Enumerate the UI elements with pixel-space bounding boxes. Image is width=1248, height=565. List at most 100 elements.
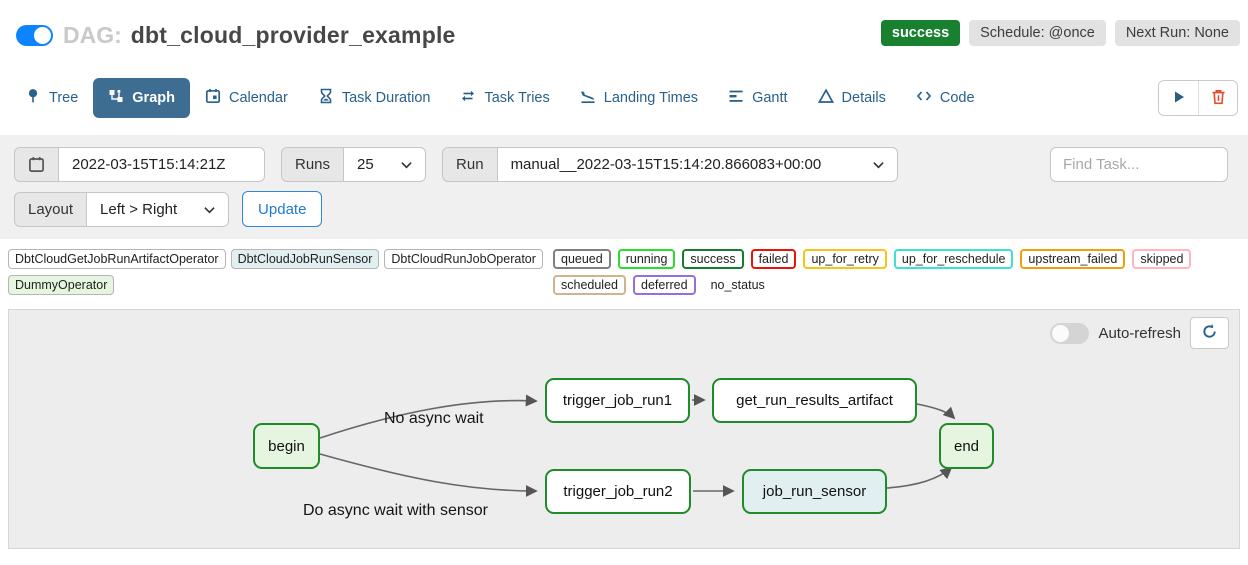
status-legend-item: up_for_reschedule [893, 249, 1014, 269]
refresh-button[interactable] [1190, 317, 1229, 349]
tab-label: Task Tries [484, 90, 550, 106]
trigger-dag-button[interactable] [1159, 81, 1198, 115]
map-pin-icon [25, 88, 41, 108]
edge-sensor-end [886, 466, 953, 489]
operator-legend: DbtCloudGetJobRunArtifactOperator DbtClo… [8, 249, 553, 295]
dag-pause-toggle[interactable] [16, 24, 53, 46]
gantt-icon [728, 88, 744, 108]
status-legend-item: success [682, 249, 744, 269]
task-node-trigger-job-run2[interactable]: trigger_job_run2 [545, 469, 691, 514]
status-legend-item: no_status [710, 278, 765, 292]
autorefresh-controls: Auto-refresh [1050, 317, 1229, 349]
tab-label: Task Duration [341, 90, 431, 106]
edge-label: Do async wait with sensor [303, 502, 488, 519]
dag-edges [319, 394, 956, 497]
status-legend-item: queued [553, 249, 611, 269]
edge-begin-trigger1 [319, 394, 538, 439]
auto-refresh-label: Auto-refresh [1098, 324, 1181, 342]
run-select[interactable]: manual__2022-03-15T15:14:20.866083+00:00 [497, 147, 898, 182]
tab-code[interactable]: Code [901, 78, 990, 118]
operator-badge: DbtCloudRunJobOperator [384, 249, 543, 269]
next-run-badge: Next Run: None [1114, 20, 1240, 46]
runs-select[interactable]: 25 [344, 147, 427, 182]
status-legend-item: scheduled [553, 275, 626, 295]
tab-details[interactable]: Details [803, 78, 901, 118]
delete-dag-button[interactable] [1198, 81, 1237, 115]
tab-landing-times[interactable]: Landing Times [565, 78, 713, 118]
view-tabbar: Tree Graph Calendar Task Duration Task T… [10, 78, 1238, 118]
tab-tree[interactable]: Tree [10, 78, 93, 118]
header-badges: success Schedule: @once Next Run: None [880, 20, 1240, 46]
base-date-group [14, 147, 265, 182]
schedule-badge: Schedule: @once [969, 20, 1106, 46]
dag-header: DAG: dbt_cloud_provider_example success … [0, 0, 1248, 52]
dag-graph-panel: Auto-refresh No async wait Do async wait… [8, 309, 1240, 549]
runs-value: 25 [357, 156, 374, 173]
triangle-icon [817, 88, 834, 108]
runs-group: Runs 25 [281, 147, 427, 182]
run-value: manual__2022-03-15T15:14:20.866083+00:00 [510, 156, 822, 173]
toggle-knob [34, 26, 51, 44]
layout-value: Left > Right [100, 200, 178, 218]
tab-label: Tree [49, 90, 79, 106]
run-label: Run [442, 147, 498, 182]
task-node-job-run-sensor[interactable]: job_run_sensor [742, 469, 887, 514]
legend: DbtCloudGetJobRunArtifactOperator DbtClo… [0, 239, 1248, 299]
operator-badge: DummyOperator [8, 275, 115, 295]
tab-task-tries[interactable]: Task Tries [445, 78, 564, 118]
status-legend-item: deferred [633, 275, 696, 295]
tab-label: Landing Times [603, 90, 699, 106]
filter-row-1: Runs 25 Run manual__2022-03-15T15:14:20.… [14, 147, 1234, 182]
play-icon [1172, 90, 1186, 107]
base-date-input[interactable] [59, 147, 265, 182]
tab-label: Graph [132, 90, 175, 106]
status-legend-item: upstream_failed [1020, 249, 1126, 269]
runs-label: Runs [281, 147, 345, 182]
tab-calendar[interactable]: Calendar [190, 78, 303, 118]
status-legend-item: skipped [1132, 249, 1192, 269]
run-group: Run manual__2022-03-15T15:14:20.866083+0… [442, 147, 898, 182]
sitemap-icon [108, 88, 124, 108]
task-node-begin[interactable]: begin [253, 423, 320, 469]
layout-label: Layout [14, 191, 88, 227]
toggle-knob [1052, 324, 1070, 342]
tab-task-duration[interactable]: Task Duration [303, 78, 446, 118]
refresh-icon [1201, 323, 1218, 343]
auto-refresh-toggle[interactable] [1050, 322, 1090, 344]
operator-badge: DbtCloudGetJobRunArtifactOperator [8, 249, 226, 269]
edge-label: No async wait [384, 410, 484, 427]
chevron-down-icon [872, 156, 884, 173]
tab-gantt[interactable]: Gantt [713, 78, 802, 118]
tab-label: Code [939, 90, 975, 106]
find-task-input[interactable] [1050, 147, 1228, 182]
layout-group: Layout Left > Right [14, 191, 230, 227]
chevron-down-icon [204, 201, 215, 218]
task-node-end[interactable]: end [939, 423, 994, 469]
status-badge: success [880, 20, 961, 46]
status-legend-item: running [617, 249, 676, 269]
code-icon [916, 88, 932, 108]
edge-artifact-end [916, 403, 956, 420]
update-button[interactable]: Update [242, 191, 323, 227]
trash-icon [1211, 89, 1226, 108]
tab-graph[interactable]: Graph [93, 78, 190, 118]
chevron-down-icon [401, 156, 412, 173]
task-node-get-run-results-artifact[interactable]: get_run_results_artifact [712, 378, 917, 423]
filter-bar: Runs 25 Run manual__2022-03-15T15:14:20.… [0, 135, 1248, 239]
calendar-icon [205, 88, 221, 108]
layout-select[interactable]: Left > Right [87, 191, 230, 227]
status-legend-item: failed [750, 249, 797, 269]
filter-row-2: Layout Left > Right Update [14, 191, 1234, 227]
calendar-addon-icon [14, 147, 59, 182]
hourglass-icon [318, 88, 334, 108]
tab-label: Gantt [752, 90, 788, 106]
plane-landing-icon [580, 88, 596, 108]
status-legend-item: up_for_retry [803, 249, 887, 269]
task-node-trigger-job-run1[interactable]: trigger_job_run1 [545, 378, 690, 423]
status-legend: queued running success failed up_for_ret… [553, 249, 1240, 295]
dag-actions [1158, 80, 1238, 116]
tab-label: Calendar [228, 90, 288, 106]
retry-icon [460, 88, 476, 108]
dag-label: DAG: [63, 21, 122, 48]
page-title: dbt_cloud_provider_example [130, 21, 456, 48]
